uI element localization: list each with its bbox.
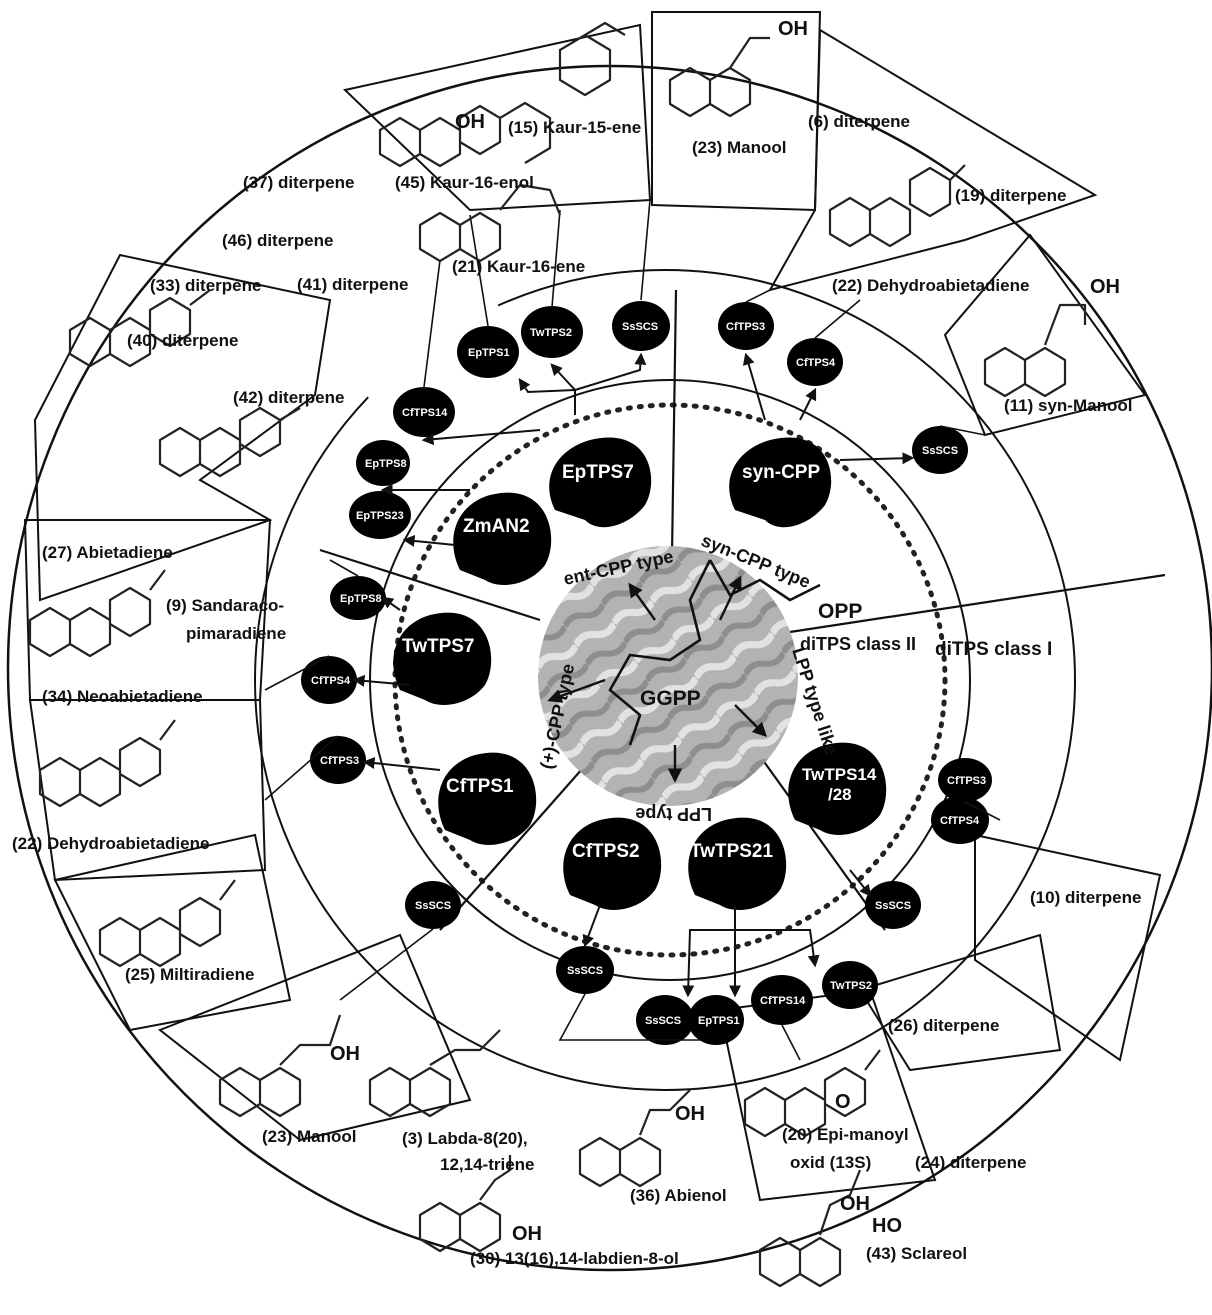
sector-dividers bbox=[319, 289, 1166, 931]
lpp-type-like-label: LPP type like bbox=[788, 645, 842, 757]
enzyme-eptps7: EpTPS7 bbox=[562, 462, 634, 483]
hydroxyl-oh-abienol: OH bbox=[675, 1103, 705, 1125]
enzyme-lpp-cftps14: CfTPS14 bbox=[760, 995, 806, 1007]
product-34: (34) Neoabietadiene bbox=[42, 687, 203, 706]
center-arrows bbox=[547, 575, 768, 783]
product-27: (27) Abietadiene bbox=[42, 543, 173, 562]
product-10: (10) diterpene bbox=[1030, 888, 1141, 907]
hydroxyl-oh-labdienol: OH bbox=[512, 1223, 542, 1245]
ggpp-label: GGPP bbox=[640, 687, 701, 710]
enzyme-ent-cftps14: CfTPS14 bbox=[402, 407, 448, 419]
product-22-top: (22) Dehydroabietadiene bbox=[832, 276, 1029, 295]
product-15: (15) Kaur-15-ene bbox=[508, 118, 641, 137]
enzyme-zman2: ZmAN2 bbox=[463, 516, 530, 537]
enzyme-ent-eptps23: EpTPS23 bbox=[356, 510, 404, 522]
product-24: (24) diterpene bbox=[915, 1153, 1026, 1172]
product-41: (41) diterpene bbox=[297, 275, 408, 294]
product-40: (40) diterpene bbox=[127, 331, 238, 350]
enzyme-twtps7: TwTPS7 bbox=[402, 636, 475, 657]
product-9-line2: pimaradiene bbox=[186, 624, 286, 643]
product-42: (42) diterpene bbox=[233, 388, 344, 407]
product-25: (25) Miltiradiene bbox=[125, 965, 254, 984]
enzyme-lpplike-cftps4: CfTPS4 bbox=[940, 815, 980, 827]
class-ii-blobs bbox=[393, 437, 887, 910]
enzyme-ent-sscs: SsSCS bbox=[622, 321, 658, 333]
enzyme-twtps14-28: /28 bbox=[828, 785, 852, 804]
enzyme-syn-sscs: SsSCS bbox=[922, 445, 958, 457]
product-20-line1: (20) Epi-manoyl bbox=[782, 1125, 909, 1144]
enzyme-plus-cftps4: CfTPS4 bbox=[311, 675, 351, 687]
product-45: (45) Kaur-16-enol bbox=[395, 173, 534, 192]
enzyme-syn-cftps3: CfTPS3 bbox=[726, 321, 765, 333]
enzyme-plus-sscs: SsSCS bbox=[415, 900, 451, 912]
hydroxyl-oh-manool-bottom: OH bbox=[330, 1043, 360, 1065]
product-connectors bbox=[264, 199, 1001, 1061]
enzyme-lpplike-cftps3: CfTPS3 bbox=[947, 775, 986, 787]
product-6: (6) diterpene bbox=[808, 112, 910, 131]
lpp-type-label: LPP type bbox=[635, 804, 712, 824]
product-26: (26) diterpene bbox=[888, 1016, 999, 1035]
product-30: (30) 13(16),14-labdien-8-ol bbox=[470, 1249, 679, 1268]
enzyme-plus-eptps8: EpTPS8 bbox=[340, 593, 382, 605]
class-ii-ring bbox=[369, 379, 971, 981]
product-23-bottom: (23) Manool bbox=[262, 1127, 356, 1146]
enzyme-cftps1: CfTPS1 bbox=[446, 776, 514, 797]
enzyme-lpp-twtps2: TwTPS2 bbox=[830, 980, 872, 992]
product-43: (43) Sclareol bbox=[866, 1244, 967, 1263]
product-22-left: (22) Dehydroabietadiene bbox=[12, 834, 209, 853]
enzyme-syn-cftps4: CfTPS4 bbox=[796, 357, 836, 369]
hydroxyl-oh-manool-top: OH bbox=[778, 18, 808, 40]
product-33: (33) diterpene bbox=[150, 276, 261, 295]
chemical-structures bbox=[28, 21, 1087, 1288]
enzyme-lpp-eptps1: EpTPS1 bbox=[698, 1015, 740, 1027]
ditps-class-ii-label: diTPS class II bbox=[800, 634, 916, 654]
enzyme-ent-eptps8: EpTPS8 bbox=[365, 458, 407, 470]
product-46: (46) diterpene bbox=[222, 231, 333, 250]
ggpp-structure bbox=[608, 559, 821, 746]
product-11: (11) syn-Manool bbox=[1004, 396, 1132, 415]
class-i-blobs bbox=[301, 301, 992, 1045]
product-36: (36) Abienol bbox=[630, 1186, 727, 1205]
enzyme-plus-cftps3: CfTPS3 bbox=[320, 755, 359, 767]
enzyme-lpp-sscs-b: SsSCS bbox=[645, 1015, 681, 1027]
enzyme-twtps21: TwTPS21 bbox=[690, 841, 773, 862]
product-21: (21) Kaur-16-ene bbox=[452, 257, 585, 276]
ditps-class-i-label: diTPS class I bbox=[935, 639, 1052, 660]
product-23-top: (23) Manool bbox=[692, 138, 786, 157]
product-19: (19) diterpene bbox=[955, 186, 1066, 205]
pathway-arrows bbox=[352, 352, 915, 998]
hydroxyl-oh-syn-manool: OH bbox=[1090, 276, 1120, 298]
enzyme-syn-cpp: syn-CPP bbox=[742, 462, 820, 483]
class-i-ring bbox=[254, 269, 1076, 1091]
enzyme-cftps2: CfTPS2 bbox=[572, 841, 640, 862]
enzyme-lpp-sscs-a: SsSCS bbox=[567, 965, 603, 977]
opp-label: OPP bbox=[818, 600, 862, 623]
enzyme-twtps14: TwTPS14 bbox=[802, 765, 877, 784]
product-37: (37) diterpene bbox=[243, 173, 354, 192]
product-3-line2: 12,14-triene bbox=[440, 1155, 535, 1174]
enzyme-ent-twtps2: TwTPS2 bbox=[530, 327, 572, 339]
ggpp-center-circle bbox=[538, 546, 798, 806]
product-20-line2: oxid (13S) bbox=[790, 1153, 871, 1172]
enzyme-ent-eptps1: EpTPS1 bbox=[468, 347, 510, 359]
enzyme-lpplike-sscs: SsSCS bbox=[875, 900, 911, 912]
hydroxyl-ho-sclareol: HO bbox=[872, 1215, 902, 1237]
oxygen-epi-manoyl: O bbox=[835, 1091, 851, 1113]
product-3-line1: (3) Labda-8(20), bbox=[402, 1129, 528, 1148]
product-9-line1: (9) Sandaraco- bbox=[166, 596, 284, 615]
hydroxyl-oh-sclareol: OH bbox=[840, 1193, 870, 1215]
inner-dotted-circle bbox=[392, 402, 948, 958]
hydroxyl-oh-kaurenol: OH bbox=[455, 111, 485, 133]
